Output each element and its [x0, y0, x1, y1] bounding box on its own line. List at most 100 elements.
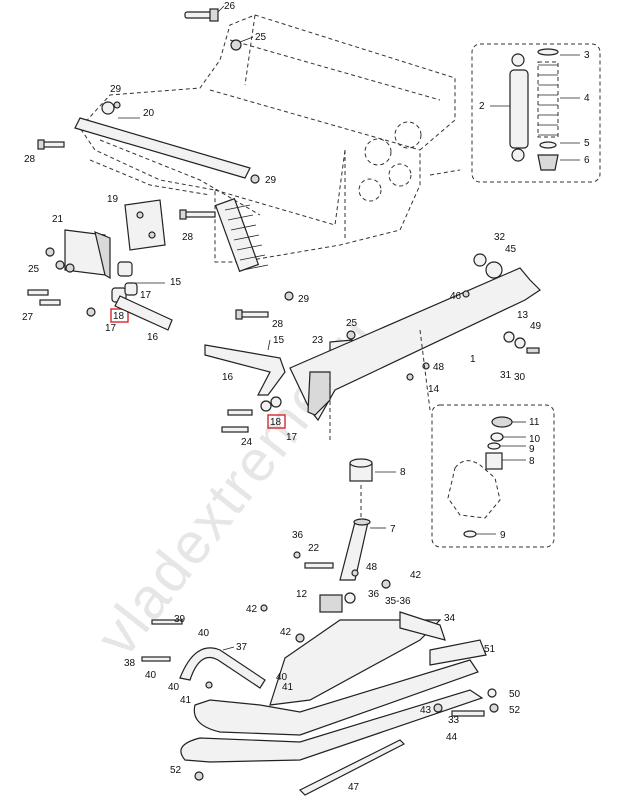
- callout-25-right: 25: [346, 318, 358, 329]
- handle-37: [179, 647, 266, 689]
- callout-31: 31: [500, 370, 512, 381]
- callout-45: 45: [505, 244, 517, 255]
- block-12: [319, 594, 343, 613]
- callout-36-lower: 36: [368, 589, 380, 600]
- callout-23: 23: [312, 335, 324, 346]
- callout-12: 12: [296, 589, 308, 600]
- bolt-26: [184, 8, 219, 22]
- nut-25-top: [230, 39, 242, 51]
- sleeve-8: [349, 458, 373, 482]
- callout-30: 30: [514, 372, 526, 383]
- callout-41-b: 41: [282, 682, 294, 693]
- spring-4: [537, 48, 559, 171]
- callout-24: 24: [241, 437, 253, 448]
- callout-52-right: 52: [509, 705, 521, 716]
- detail-callout-6: 6: [584, 155, 590, 166]
- callout-35-36: 35-36: [385, 596, 411, 607]
- callout-13: 13: [517, 310, 529, 321]
- rear-shock: [214, 197, 269, 273]
- detail-pivot-box: 11 10 9 8 9: [431, 404, 555, 548]
- callout-8: 8: [400, 467, 406, 478]
- callout-29-top: 29: [110, 84, 122, 95]
- highlight-18-upper: [110, 308, 129, 323]
- callout-42-mid: 42: [280, 627, 292, 638]
- bolt-28-left: [37, 139, 65, 150]
- callout-47: 47: [348, 782, 360, 793]
- callout-7: 7: [390, 524, 396, 535]
- bushing-15-17-upper: [111, 261, 138, 303]
- callout-29-mid: 29: [265, 175, 277, 186]
- callout-42-left: 42: [246, 604, 258, 615]
- callout-44: 44: [446, 732, 458, 743]
- callout-41-a: 41: [180, 695, 192, 706]
- callout-28-left: 28: [24, 154, 36, 165]
- callout-29-right: 29: [298, 294, 310, 305]
- shock-body-2: [509, 53, 529, 162]
- detail-callout-8: 8: [529, 456, 535, 467]
- callout-15-upper: 15: [170, 277, 182, 288]
- callout-48-top: 48: [433, 362, 445, 373]
- callout-20: 20: [143, 108, 155, 119]
- callout-18-upper: 18: [113, 311, 125, 322]
- callout-51: 51: [484, 644, 496, 655]
- detail-callout-10: 10: [529, 434, 541, 445]
- callout-22: 22: [308, 543, 320, 554]
- bushing-set-lower: [221, 396, 282, 433]
- callout-15-lower: 15: [273, 335, 285, 346]
- callout-17-left: 17: [105, 323, 117, 334]
- callout-42-right: 42: [410, 570, 422, 581]
- callout-36-upper: 36: [292, 530, 304, 541]
- callout-17-lower: 17: [286, 432, 298, 443]
- callout-17-upper: 17: [140, 290, 152, 301]
- callout-25-left: 25: [28, 264, 40, 275]
- callout-33: 33: [448, 715, 460, 726]
- bolt-52-bottom: [194, 771, 204, 781]
- callout-46: 46: [450, 291, 462, 302]
- detail-callout-3: 3: [584, 50, 590, 61]
- callout-25-top: 25: [255, 32, 267, 43]
- callout-40-d: 40: [276, 672, 288, 683]
- callout-40-b: 40: [145, 670, 157, 681]
- callout-50: 50: [509, 689, 521, 700]
- bracket-21: [64, 229, 111, 280]
- callout-26: 26: [224, 1, 236, 12]
- callout-32: 32: [494, 232, 506, 243]
- bolt-38: [141, 656, 171, 662]
- bolts-27: [27, 289, 61, 306]
- detail-callout-5: 5: [584, 138, 590, 149]
- callout-21: 21: [52, 214, 64, 225]
- trailing-arm-1: [289, 267, 541, 422]
- callout-28-right: 28: [272, 319, 284, 330]
- callout-49: 49: [530, 321, 542, 332]
- detail-callout-11: 11: [529, 417, 540, 428]
- callout-27: 27: [22, 312, 34, 323]
- bolt-39: [151, 619, 183, 625]
- callout-14: 14: [428, 384, 440, 395]
- callout-52-bottom: 52: [170, 765, 182, 776]
- callout-16-upper: 16: [147, 332, 159, 343]
- callout-19: 19: [107, 194, 119, 205]
- chassis-frame: [79, 14, 461, 263]
- callout-28-mid: 28: [182, 232, 194, 243]
- detail-callout-2: 2: [479, 101, 485, 112]
- detail-callout-4: 4: [584, 93, 590, 104]
- bolt-28-right: [235, 309, 269, 320]
- callout-40-c: 40: [168, 682, 180, 693]
- spindle-7: [339, 518, 371, 581]
- callout-40-a: 40: [198, 628, 210, 639]
- callout-16-lower: 16: [222, 372, 234, 383]
- callout-37: 37: [236, 642, 248, 653]
- detail-callout-9-top: 9: [529, 444, 535, 455]
- callout-1: 1: [470, 354, 476, 365]
- callout-34: 34: [444, 613, 456, 624]
- bolt-33: [451, 710, 485, 717]
- bolt-22: [304, 562, 334, 569]
- callout-43: 43: [420, 705, 432, 716]
- callout-48-lower: 48: [366, 562, 378, 573]
- rod-20: [74, 101, 251, 179]
- callout-38: 38: [124, 658, 136, 669]
- callout-18-lower: 18: [270, 417, 282, 428]
- bolt-28-mid: [179, 209, 216, 220]
- ski-34: [269, 611, 446, 706]
